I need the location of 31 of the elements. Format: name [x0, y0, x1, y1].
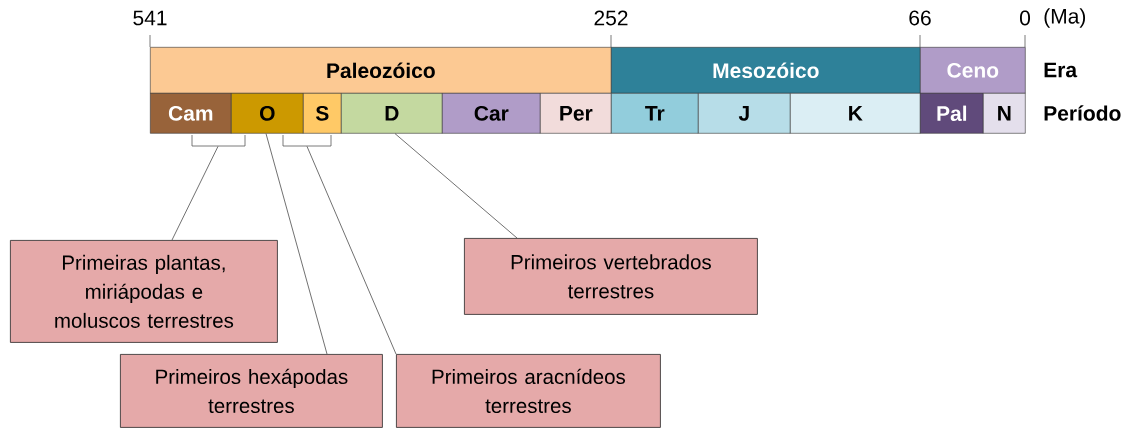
period-cell: Car: [442, 93, 541, 134]
bracket: [282, 134, 332, 147]
callout-box: Primeiras plantas, miriápodas e moluscos terrestres: [10, 240, 278, 343]
era-band: Paleozóico: [150, 47, 612, 94]
row-label: Era: [1044, 62, 1078, 78]
leader-line: [265, 133, 328, 355]
era-band: Ceno: [920, 47, 1026, 94]
leader-line: [394, 133, 518, 239]
period-cell: D: [341, 93, 443, 134]
period-cell: Per: [540, 93, 612, 134]
era-band: Mesozóico: [611, 47, 921, 94]
period-cell: O: [231, 93, 304, 134]
callout-box: Primeiros vertebrados terrestres: [464, 238, 758, 315]
unit-label: (Ma): [1044, 8, 1086, 28]
time-tick-label: 541: [133, 10, 167, 26]
callout-box: Primeiros hexápodas terrestres: [120, 354, 383, 428]
callout-box: Primeiros aracnídeos terrestres: [396, 354, 661, 428]
period-cell: J: [698, 93, 791, 134]
period-cell: S: [303, 93, 342, 134]
period-cell: N: [983, 93, 1026, 134]
time-tick-label: 0: [1020, 10, 1031, 26]
period-cell: Pal: [920, 93, 984, 134]
leader-line: [306, 146, 397, 355]
leader-line: [171, 146, 219, 241]
period-cell: Tr: [611, 93, 699, 134]
bracket: [191, 134, 246, 147]
period-cell: K: [790, 93, 921, 134]
time-tick-label: 252: [594, 10, 628, 26]
period-cell: Cam: [150, 93, 232, 134]
row-label: Período: [1044, 105, 1121, 121]
time-tick-label: 66: [909, 10, 931, 26]
